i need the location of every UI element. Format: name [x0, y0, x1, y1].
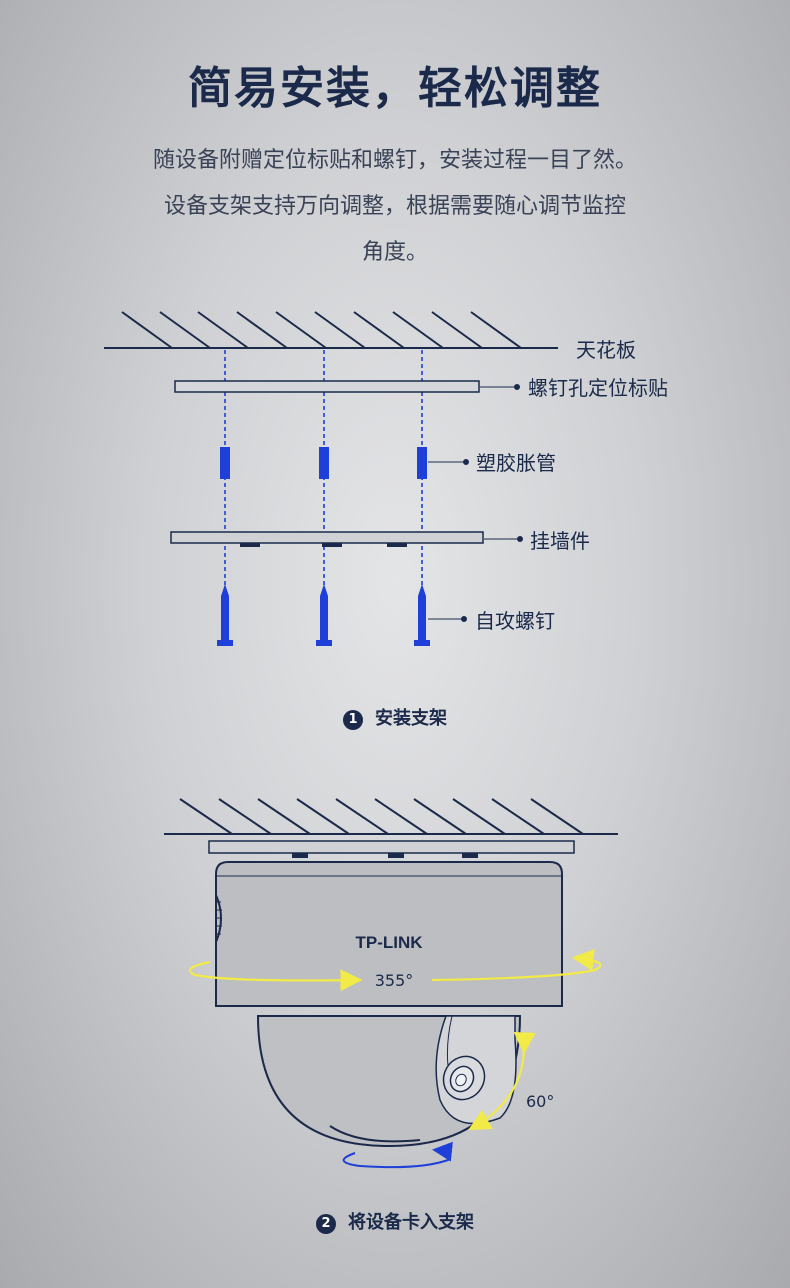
label-sticker: 螺钉孔定位标贴: [528, 376, 668, 400]
self-tapping-screws: [217, 584, 430, 646]
tilt-angle: 60°: [526, 1092, 554, 1111]
camera-body: [215, 861, 563, 1007]
step-1-caption: 1 安装支架: [0, 704, 790, 730]
description-line-2: 设备支架支持万向调整，根据需要随心调节监控: [163, 194, 626, 219]
wall-bracket: [170, 531, 484, 547]
tilt-arrow: [468, 1031, 536, 1131]
mount-plate: [208, 840, 575, 858]
pan-arrows: [188, 949, 602, 992]
leader-lines: [428, 384, 523, 622]
step-1-label: 安装支架: [375, 708, 447, 729]
step-2-label: 将设备卡入支架: [348, 1212, 474, 1233]
plastic-anchors: [220, 447, 427, 479]
step-1-number: 1: [343, 710, 363, 730]
brand-logo: TP-LINK: [355, 933, 423, 952]
description: 随设备附赠定位标贴和螺钉，安装过程一目了然。 设备支架支持万向调整，根据需要随心…: [95, 138, 695, 276]
ceiling-hatch-2: [164, 798, 618, 835]
page-title: 简易安装，轻松调整: [188, 63, 602, 114]
description-line-1: 随设备附赠定位标贴和螺钉，安装过程一目了然。: [152, 148, 637, 173]
label-bracket: 挂墙件: [530, 529, 590, 553]
pan-angle: 355°: [375, 971, 414, 990]
sticker-plate: [174, 380, 480, 393]
label-anchor: 塑胶胀管: [476, 451, 556, 475]
rotate-arrow: [342, 1141, 453, 1169]
step-2-caption: 2 将设备卡入支架: [0, 1208, 790, 1234]
ceiling-hatch-1: [104, 311, 558, 349]
label-ceiling: 天花板: [576, 338, 636, 362]
label-screw: 自攻螺钉: [475, 609, 555, 633]
camera-dome: [256, 1015, 522, 1148]
step-2-number: 2: [316, 1214, 336, 1234]
description-line-3: 角度。: [361, 240, 428, 265]
